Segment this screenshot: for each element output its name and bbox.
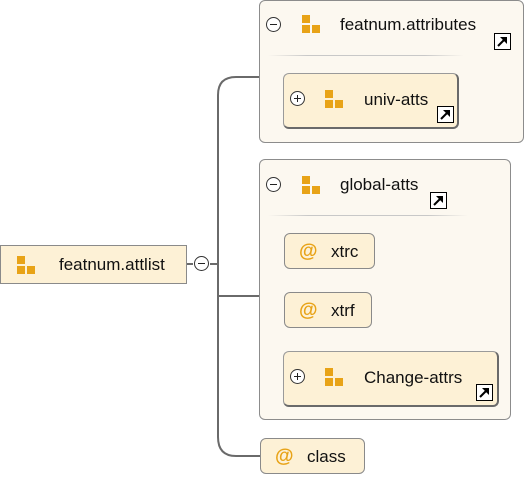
link-arrow-icon[interactable]: [494, 33, 511, 50]
link-arrow-icon[interactable]: [476, 384, 493, 401]
change-attrs-label: Change-attrs: [364, 368, 463, 387]
collapse-toggle-icon[interactable]: [194, 256, 209, 271]
change-attrs-node[interactable]: Change-attrs: [283, 351, 499, 407]
collapse-toggle-icon[interactable]: [266, 17, 281, 32]
group-icon: [17, 256, 37, 276]
attribute-label-class: class: [307, 447, 346, 466]
expand-toggle-icon[interactable]: [290, 91, 305, 106]
link-arrow-icon[interactable]: [437, 106, 454, 123]
group-separator: [268, 215, 468, 216]
root-element-node[interactable]: featnum.attlist: [0, 245, 187, 284]
group-icon: [302, 15, 322, 35]
at-icon: @: [275, 446, 294, 467]
root-element-label: featnum.attlist: [59, 255, 165, 274]
attribute-node-class[interactable]: @ class: [260, 438, 365, 474]
group-title-attributes: featnum.attributes: [340, 15, 477, 34]
group-icon: [325, 90, 345, 110]
group-icon: [302, 176, 322, 196]
at-icon: @: [299, 241, 318, 262]
group-icon: [325, 368, 345, 388]
attribute-node-xtrc[interactable]: @ xtrc: [284, 233, 375, 269]
group-separator: [268, 55, 464, 56]
link-arrow-icon[interactable]: [430, 192, 447, 209]
attribute-label-xtrc: xtrc: [331, 242, 359, 261]
at-icon: @: [299, 300, 318, 321]
group-title-global-atts: global-atts: [340, 175, 419, 194]
expand-toggle-icon[interactable]: [290, 369, 305, 384]
attribute-node-xtrf[interactable]: @ xtrf: [284, 292, 372, 328]
collapse-toggle-icon[interactable]: [266, 177, 281, 192]
univ-atts-label: univ-atts: [364, 90, 429, 109]
attribute-label-xtrf: xtrf: [331, 301, 355, 320]
univ-atts-node[interactable]: univ-atts: [283, 73, 459, 129]
